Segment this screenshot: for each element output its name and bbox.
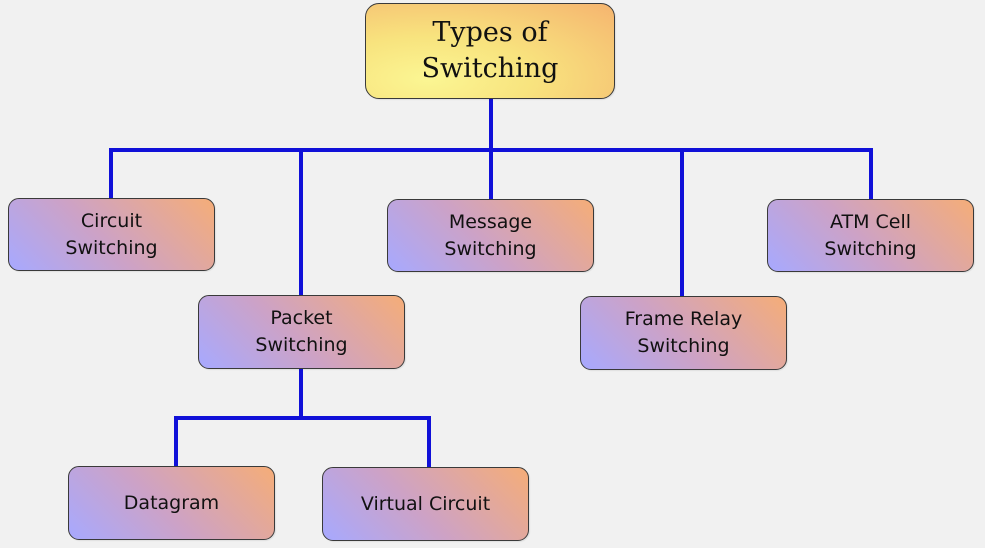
node-message-switching: Message Switching (387, 199, 594, 272)
node-circuit-switching-label: Circuit Switching (65, 209, 158, 259)
node-message-switching-label: Message Switching (444, 210, 537, 260)
node-packet-switching: Packet Switching (198, 295, 405, 369)
node-packet-switching-label: Packet Switching (255, 307, 348, 356)
node-datagram-label: Datagram (123, 491, 220, 514)
node-virtual-circuit: Virtual Circuit (322, 467, 529, 541)
node-atm-cell-switching-label: ATM Cell Switching (824, 210, 917, 260)
node-frame-relay-switching-label: Frame Relay Switching (624, 308, 743, 357)
node-atm-cell-switching: ATM Cell Switching (767, 199, 974, 272)
node-frame-relay-switching: Frame Relay Switching (580, 296, 787, 370)
root-node-label: Types of Switching (421, 17, 559, 84)
node-circuit-switching: Circuit Switching (8, 198, 215, 271)
node-virtual-circuit-label: Virtual Circuit (360, 492, 491, 515)
node-datagram: Datagram (68, 466, 275, 540)
root-node: Types of Switching (365, 3, 615, 99)
